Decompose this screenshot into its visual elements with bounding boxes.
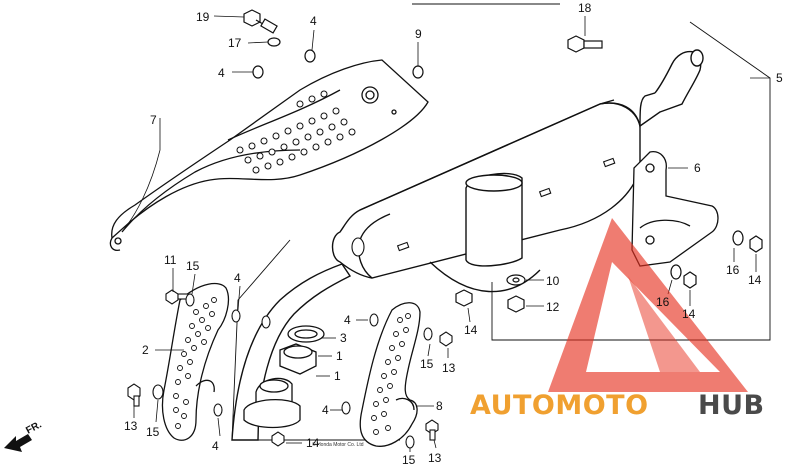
- muffler-bracket: [631, 151, 719, 267]
- callout-15: 15: [186, 259, 200, 273]
- callout-14: 14: [748, 273, 762, 287]
- fine-print: © Honda Motor Co. Ltd: [312, 441, 364, 448]
- callout-13: 13: [124, 419, 138, 433]
- callout-14: 14: [306, 436, 320, 450]
- muffler-studs: [351, 157, 616, 257]
- callout-19: 19: [196, 10, 210, 24]
- callout-9: 9: [415, 27, 422, 41]
- callout-12: 12: [546, 300, 560, 314]
- callout-4: 4: [234, 271, 241, 285]
- leader-lines: [124, 15, 770, 452]
- center-fasteners: [455, 274, 526, 313]
- callout-2: 2: [142, 343, 149, 357]
- assembly-outline: [231, 3, 771, 441]
- pipe-protector-right: [359, 302, 421, 447]
- callout-4: 4: [310, 14, 317, 28]
- callout-15: 15: [420, 357, 434, 371]
- callout-13: 13: [428, 451, 442, 465]
- front-direction-arrow-icon: [4, 434, 32, 452]
- watermark-triangle-icon: [548, 218, 748, 392]
- callout-18: 18: [578, 1, 592, 15]
- callout-16: 16: [656, 295, 670, 309]
- heat-shield: [109, 59, 429, 251]
- callout-14: 14: [464, 323, 478, 337]
- bolt-18: [567, 35, 603, 53]
- watermark-text-automoto: AUTOMOTO: [470, 390, 649, 421]
- callout-16: 16: [726, 263, 740, 277]
- callout-1: 1: [336, 349, 343, 363]
- exhaust-pipe: [231, 263, 352, 441]
- callout-4: 4: [322, 403, 329, 417]
- callout-4: 4: [218, 66, 225, 80]
- front-direction-label: FR.: [24, 419, 44, 436]
- callout-15: 15: [146, 425, 160, 439]
- callout-labels: 19 4 17 4 9 18 5 7 6 11 15 4 2 10 12 16 …: [124, 1, 783, 467]
- callout-10: 10: [546, 274, 560, 288]
- callout-17: 17: [228, 36, 242, 50]
- callout-3: 3: [340, 331, 347, 345]
- callout-5: 5: [776, 71, 783, 85]
- lower-fasteners: [127, 289, 453, 449]
- watermark-logo: [548, 218, 748, 392]
- callout-8: 8: [436, 399, 443, 413]
- callout-4: 4: [344, 313, 351, 327]
- muffler-body: [331, 49, 704, 293]
- pipe-gaskets: [243, 325, 325, 429]
- callout-7: 7: [150, 113, 157, 127]
- shield-fasteners: [243, 9, 424, 79]
- callout-4: 4: [212, 439, 219, 453]
- watermark-text-hub: HUB: [698, 390, 765, 421]
- callout-13: 13: [442, 361, 456, 375]
- callout-11: 11: [164, 253, 177, 267]
- callout-14: 14: [682, 307, 696, 321]
- bracket-fasteners: [670, 230, 763, 289]
- callout-15: 15: [402, 453, 416, 467]
- callout-1: 1: [334, 369, 341, 383]
- callout-6: 6: [694, 161, 701, 175]
- pipe-protector-left: [161, 282, 230, 441]
